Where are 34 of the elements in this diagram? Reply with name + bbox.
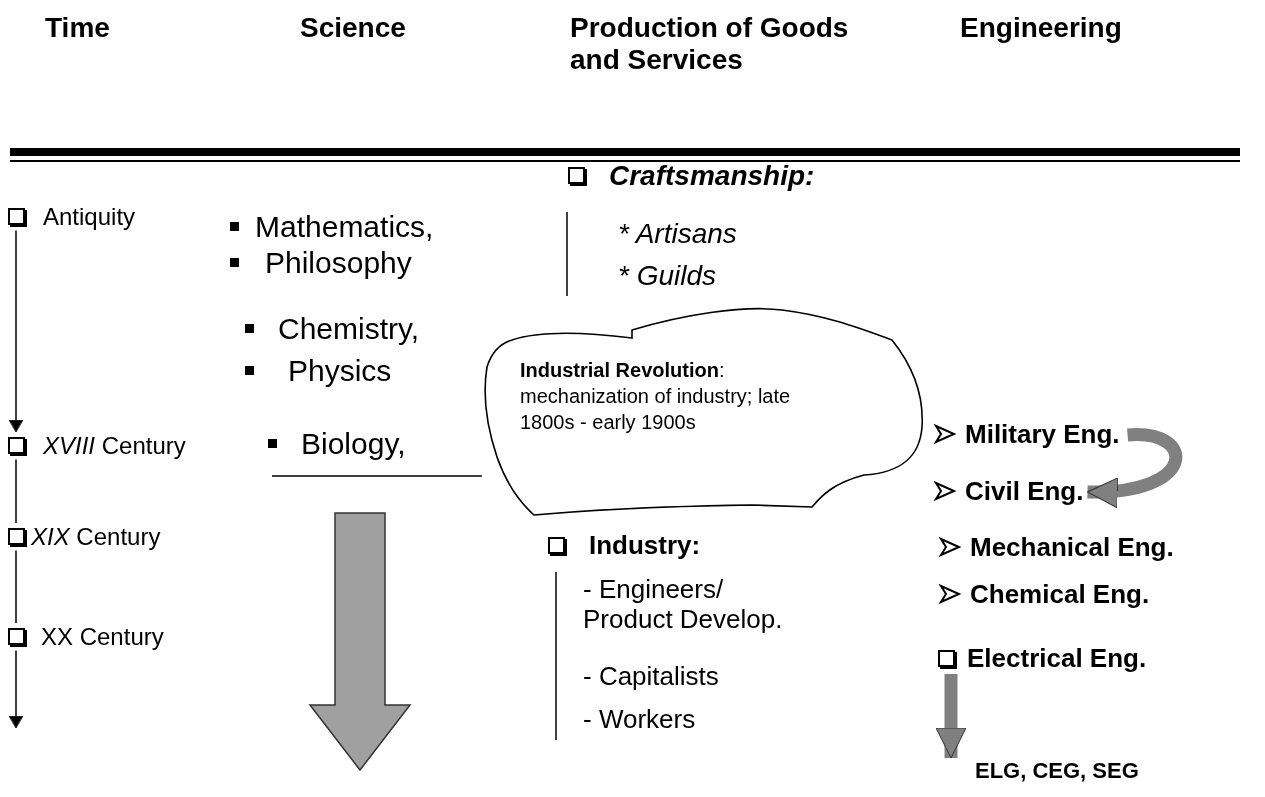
list-item: Civil Eng. bbox=[965, 476, 1084, 506]
timeline-line bbox=[15, 458, 17, 524]
list-item: XX Century bbox=[41, 623, 164, 650]
arrow bbox=[8, 649, 24, 729]
timeline-line bbox=[15, 549, 17, 624]
list-item: - Workers bbox=[583, 705, 696, 735]
list-item: - Capitalists bbox=[583, 662, 719, 692]
heading-text: Chemical Eng. bbox=[970, 579, 1150, 609]
list-item: Antiquity bbox=[43, 203, 136, 230]
cloud-text: mechanization of industry; late 1800s - early 1900s bbox=[520, 384, 792, 435]
list-item: Philosophy bbox=[265, 246, 412, 279]
list-item: * Guilds bbox=[618, 260, 717, 293]
list-item: - Engineers/ Product Develop. bbox=[583, 575, 784, 635]
column-heading: Engineering bbox=[960, 12, 1122, 45]
list-item: Physics bbox=[288, 354, 392, 387]
arrow bbox=[8, 229, 24, 433]
list-item: Electrical Eng. bbox=[967, 643, 1147, 673]
list-item: Military Eng. bbox=[965, 419, 1120, 449]
heading-text: Craftsmanship: bbox=[609, 160, 815, 191]
heading-text: Industry: bbox=[589, 530, 701, 560]
list-item: XVIII Century bbox=[43, 432, 186, 459]
heading-text: Mechanical Eng. bbox=[970, 532, 1174, 562]
list-item: Chemistry, bbox=[278, 312, 420, 345]
result-text: ELG, CEG, SEG bbox=[935, 758, 1139, 784]
list-item: XIX Century bbox=[31, 523, 161, 550]
column-heading: Science bbox=[300, 12, 406, 45]
list-item: Biology, bbox=[301, 427, 406, 460]
cloud-heading: Industrial Revolution: bbox=[520, 358, 726, 383]
block-arrow bbox=[935, 673, 967, 759]
column-heading: Production of Goods and Services bbox=[570, 12, 850, 77]
list-item: * Artisans bbox=[618, 218, 737, 251]
column-heading: Time bbox=[45, 12, 110, 45]
block-arrow bbox=[1086, 428, 1183, 507]
list-item: Mathematics, bbox=[255, 210, 434, 243]
